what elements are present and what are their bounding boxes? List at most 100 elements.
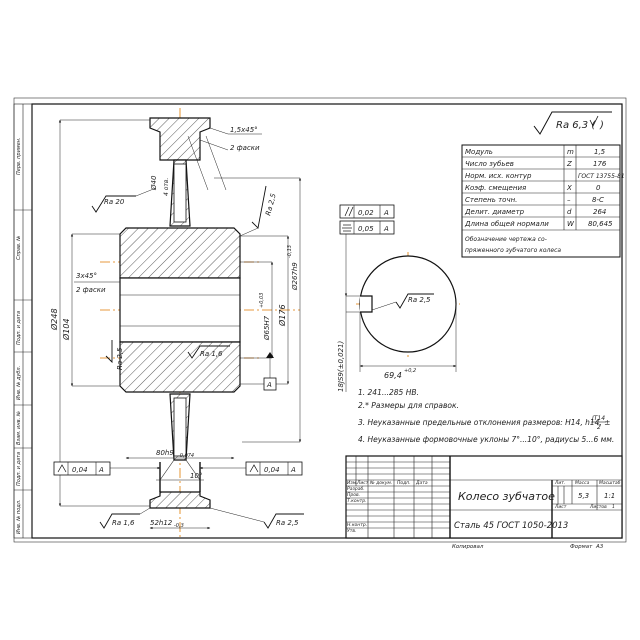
gear-section-view: Ø248 Ø104 Ø65H7 +0,03 Ø176 Ø267h9 -0,13 …	[49, 108, 304, 540]
stamp-vzam: Взам. инв. №	[16, 411, 22, 445]
tb-sheets-label: Листов	[589, 504, 607, 510]
svg-text:Ra 2,5: Ra 2,5	[264, 192, 278, 216]
tb-sheets: 1	[612, 504, 615, 510]
dim-w52: 52h12	[150, 519, 173, 527]
tb-col-izm: Изм.	[347, 480, 358, 486]
tb-lit-label: Лит.	[554, 480, 565, 486]
dim-d248: Ø248	[49, 308, 59, 331]
tb-mass-label: Масса	[575, 480, 590, 486]
param-val-0: 1,5	[594, 148, 606, 156]
tb-col-doc: № докум.	[369, 480, 392, 486]
param-name-0: Модуль	[465, 148, 493, 156]
param-name-2: Норм. исх. контур	[465, 172, 532, 180]
svg-text:Ra 2,5: Ra 2,5	[116, 347, 124, 370]
tolerance-frame-left: 0,04 А	[53, 461, 161, 476]
bore	[119, 277, 241, 343]
technical-notes: 1. 241...285 НВ. 2.* Размеры для справок…	[358, 388, 614, 444]
side-stamp: Перв. примен. Справ. № Подп. и дата Инв.…	[13, 103, 33, 539]
gear-parameters-table: Модуль m 1,5 Число зубьев Z 176 Норм. ис…	[461, 144, 625, 258]
param-sym-0: m	[567, 148, 574, 156]
tb-razrab: Разраб.	[347, 486, 365, 492]
param-name-1: Число зубьев	[465, 160, 514, 168]
tb-prov: Пров.	[347, 492, 360, 498]
roughness-ra25-top-right: Ra 2,5	[239, 185, 278, 237]
param-val-1: 176	[593, 160, 607, 168]
stamp-sprav: Справ. №	[16, 236, 22, 260]
param-val-4: 8-С	[592, 196, 604, 204]
roughness-ra16-bottom-left: Ra 1,6	[99, 507, 151, 529]
dim-d65: Ø65H7	[263, 315, 271, 341]
svg-text:Ra 2,5: Ra 2,5	[408, 296, 431, 304]
stamp-dubl: Инв. № дубл.	[16, 366, 22, 400]
note-3-frac-top: IT14	[592, 415, 605, 422]
tolerance-frame-right: 0,04 А	[199, 461, 303, 476]
dim-4-holes: 4 отв.	[163, 178, 170, 196]
tb-sheet-label: Лист	[554, 504, 567, 510]
svg-text:А: А	[383, 209, 389, 217]
dim-keyway-depth-tol: +0,2	[404, 368, 416, 374]
svg-text:А: А	[266, 381, 272, 389]
param-val-5: 264	[593, 208, 606, 216]
param-sym-1: Z	[566, 160, 572, 168]
param-sym-3: X	[566, 184, 572, 192]
roughness-keyway: Ra 2,5	[371, 293, 434, 311]
dim-w80: 80h9	[156, 449, 174, 457]
bore-circle	[359, 255, 457, 353]
param-sym-5: d	[567, 208, 572, 216]
note-4: 4. Неуказанные формовочные уклоны 7°...1…	[358, 435, 614, 444]
param-name-4: Степень точн.	[465, 196, 517, 204]
note-3-frac-bot: 2	[597, 424, 601, 431]
web-hole-bottom	[173, 397, 187, 457]
dim-d65-tol: +0,03	[259, 293, 265, 308]
param-sym-6: W	[567, 220, 575, 228]
dim-w52-tol: -0,3	[174, 523, 184, 529]
tb-col-sign: Подп.	[397, 480, 411, 486]
tb-mass: 5,3	[578, 492, 589, 500]
roughness-general: Ra 6,3 ( )	[533, 111, 612, 135]
svg-text:0,02: 0,02	[358, 209, 374, 217]
param-val-6: 80,645	[588, 220, 613, 228]
rim-top	[149, 117, 211, 161]
param-note-1: Обозначение чертежа со-	[465, 236, 547, 243]
roughness-ra16-bore: Ra 1,6	[187, 345, 230, 359]
dim-chamfer-1: 1,5х45°	[230, 126, 258, 134]
dim-keyway: 18JS9(±0,021)	[337, 340, 345, 392]
dim-keyway-depth: 69,4	[384, 371, 402, 380]
svg-text:): )	[599, 120, 604, 131]
dim-chamfer-2: 3х45°	[76, 272, 97, 280]
datum-a-marker: А	[263, 352, 277, 391]
bore-end-view: 18JS9(±0,021) 69,4 +0,2 Ra 2,5 0,02 А	[337, 204, 460, 392]
param-name-6: Длина общей нормали	[464, 220, 549, 228]
stamp-podp2: Подп. и дата	[16, 452, 22, 486]
svg-text:А: А	[383, 225, 389, 233]
dim-d267: Ø267h9	[291, 262, 299, 291]
tb-col-date: Дата	[415, 480, 428, 486]
tolerance-symmetry: 0,05 А	[339, 220, 395, 297]
tb-col-list: Лист	[356, 480, 369, 486]
hub-top	[119, 227, 241, 279]
stamp-perv: Перв. примен.	[16, 137, 22, 175]
dim-d267-tol: -0,13	[287, 245, 293, 258]
svg-text:0,05: 0,05	[358, 225, 374, 233]
param-val-2: ГОСТ 13755-81	[578, 173, 625, 180]
title-block: Изм. Лист № докум. Подп. Дата Разраб. Пр…	[345, 455, 623, 550]
note-2: 2.* Размеры для справок.	[358, 401, 459, 410]
tb-material: Сталь 45 ГОСТ 1050-2013	[454, 521, 568, 531]
keyway	[360, 295, 373, 313]
dim-angle-10: 10°	[190, 472, 202, 480]
tb-title: Колесо зубчатое	[458, 490, 555, 503]
note-3: 3. Неуказанные предельные отклонения раз…	[358, 418, 610, 427]
svg-text:Ra 2,5: Ra 2,5	[276, 519, 299, 527]
svg-text:0,04: 0,04	[72, 466, 88, 474]
dim-chamfer-2-note: 2 фаски	[76, 286, 106, 294]
dim-d40: Ø40	[150, 175, 158, 191]
svg-text:Ra 20: Ra 20	[104, 198, 125, 206]
roughness-ra25-bottom-right: Ra 2,5	[209, 507, 304, 529]
svg-text:А: А	[290, 466, 296, 474]
rim-bottom	[149, 491, 211, 509]
dim-d176: Ø176	[277, 304, 287, 327]
tb-utv: Утв.	[347, 528, 356, 534]
note-1: 1. 241...285 НВ.	[358, 388, 419, 397]
dim-chamfer-1-note: 2 фаски	[230, 144, 260, 152]
